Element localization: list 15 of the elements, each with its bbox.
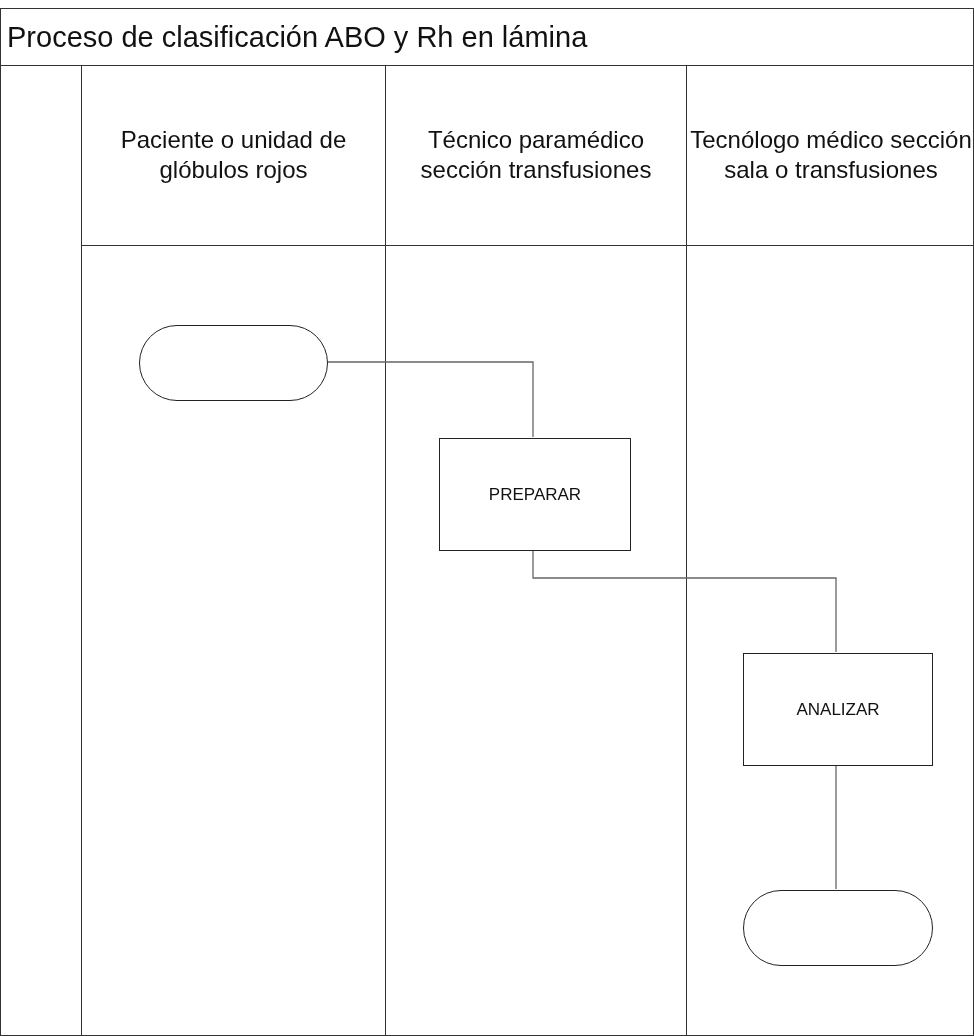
process-label: ANALIZAR <box>796 699 880 720</box>
swimlane <box>81 65 385 1036</box>
lane-header: Técnico paramédico sección transfusiones <box>419 125 653 185</box>
connector-line <box>532 549 837 653</box>
pool-title: Proceso de clasificación ABO y Rh en lámina <box>7 20 588 54</box>
lane-header: Paciente o unidad de glóbulos rojos <box>119 125 348 185</box>
lane-header: Tecnólogo médico sección sala o transfusiones <box>689 125 973 185</box>
process-label: PREPARAR <box>488 484 582 505</box>
swimlane <box>686 65 974 1036</box>
swimlane-pool <box>0 8 974 1036</box>
swimlane <box>385 65 686 1036</box>
connector-line <box>835 764 837 890</box>
process-box <box>743 653 933 766</box>
process-box <box>439 438 631 551</box>
connector-line <box>325 361 534 438</box>
